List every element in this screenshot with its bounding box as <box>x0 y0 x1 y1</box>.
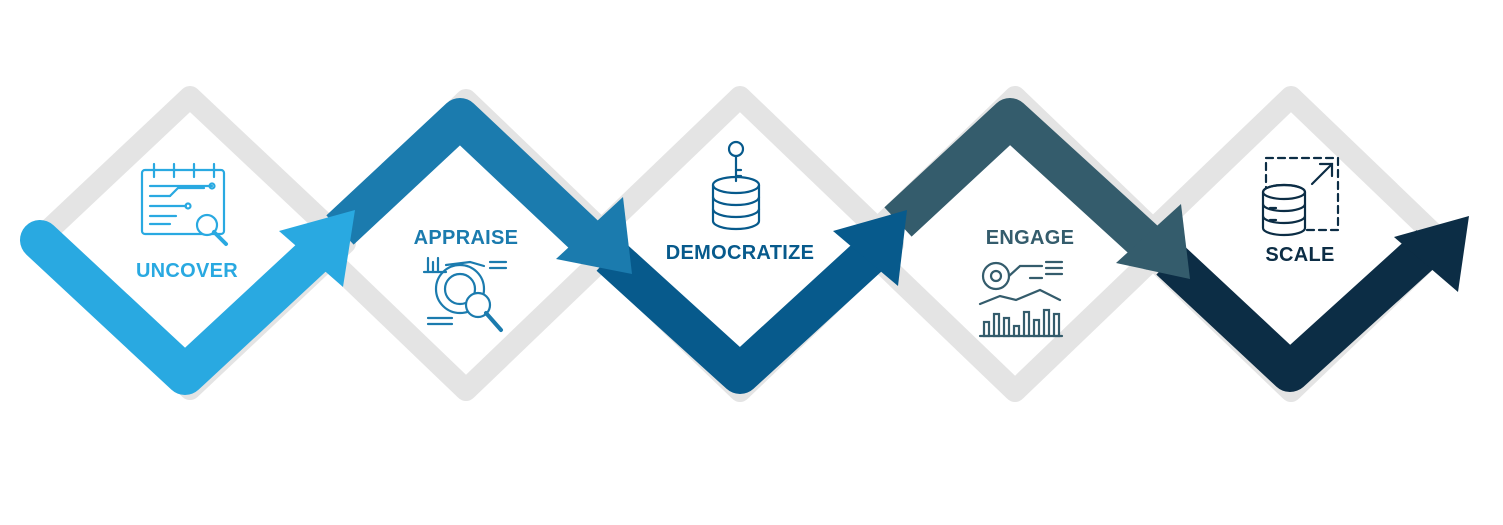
arrowhead-scale <box>1394 216 1469 292</box>
arrow-segment-uncover <box>20 220 345 395</box>
arrow-segment-engage <box>884 98 1174 270</box>
analysis-magnifier-icon <box>422 256 508 332</box>
arrowhead-appraise <box>556 197 632 274</box>
arrow-path <box>20 98 1444 395</box>
database-scale-icon <box>1261 156 1340 237</box>
arrow-segment-appraise <box>326 98 614 265</box>
arrowhead-democratize <box>833 210 907 286</box>
checklist-search-icon <box>140 162 228 246</box>
step-label-scale: SCALE <box>1265 244 1334 266</box>
arrow-heads <box>279 197 1469 292</box>
arrowhead-engage <box>1116 204 1190 279</box>
step-label-democratize: DEMOCRATIZE <box>666 242 814 264</box>
dashboard-chart-icon <box>978 260 1064 338</box>
database-key-icon <box>711 140 761 231</box>
arrow-segment-scale <box>1156 230 1444 392</box>
step-label-uncover: UNCOVER <box>136 260 238 282</box>
arrow-segment-democratize <box>596 238 886 394</box>
step-label-appraise: APPRAISE <box>414 227 519 249</box>
step-label-engage: ENGAGE <box>986 227 1074 249</box>
arrowhead-uncover <box>279 210 355 287</box>
